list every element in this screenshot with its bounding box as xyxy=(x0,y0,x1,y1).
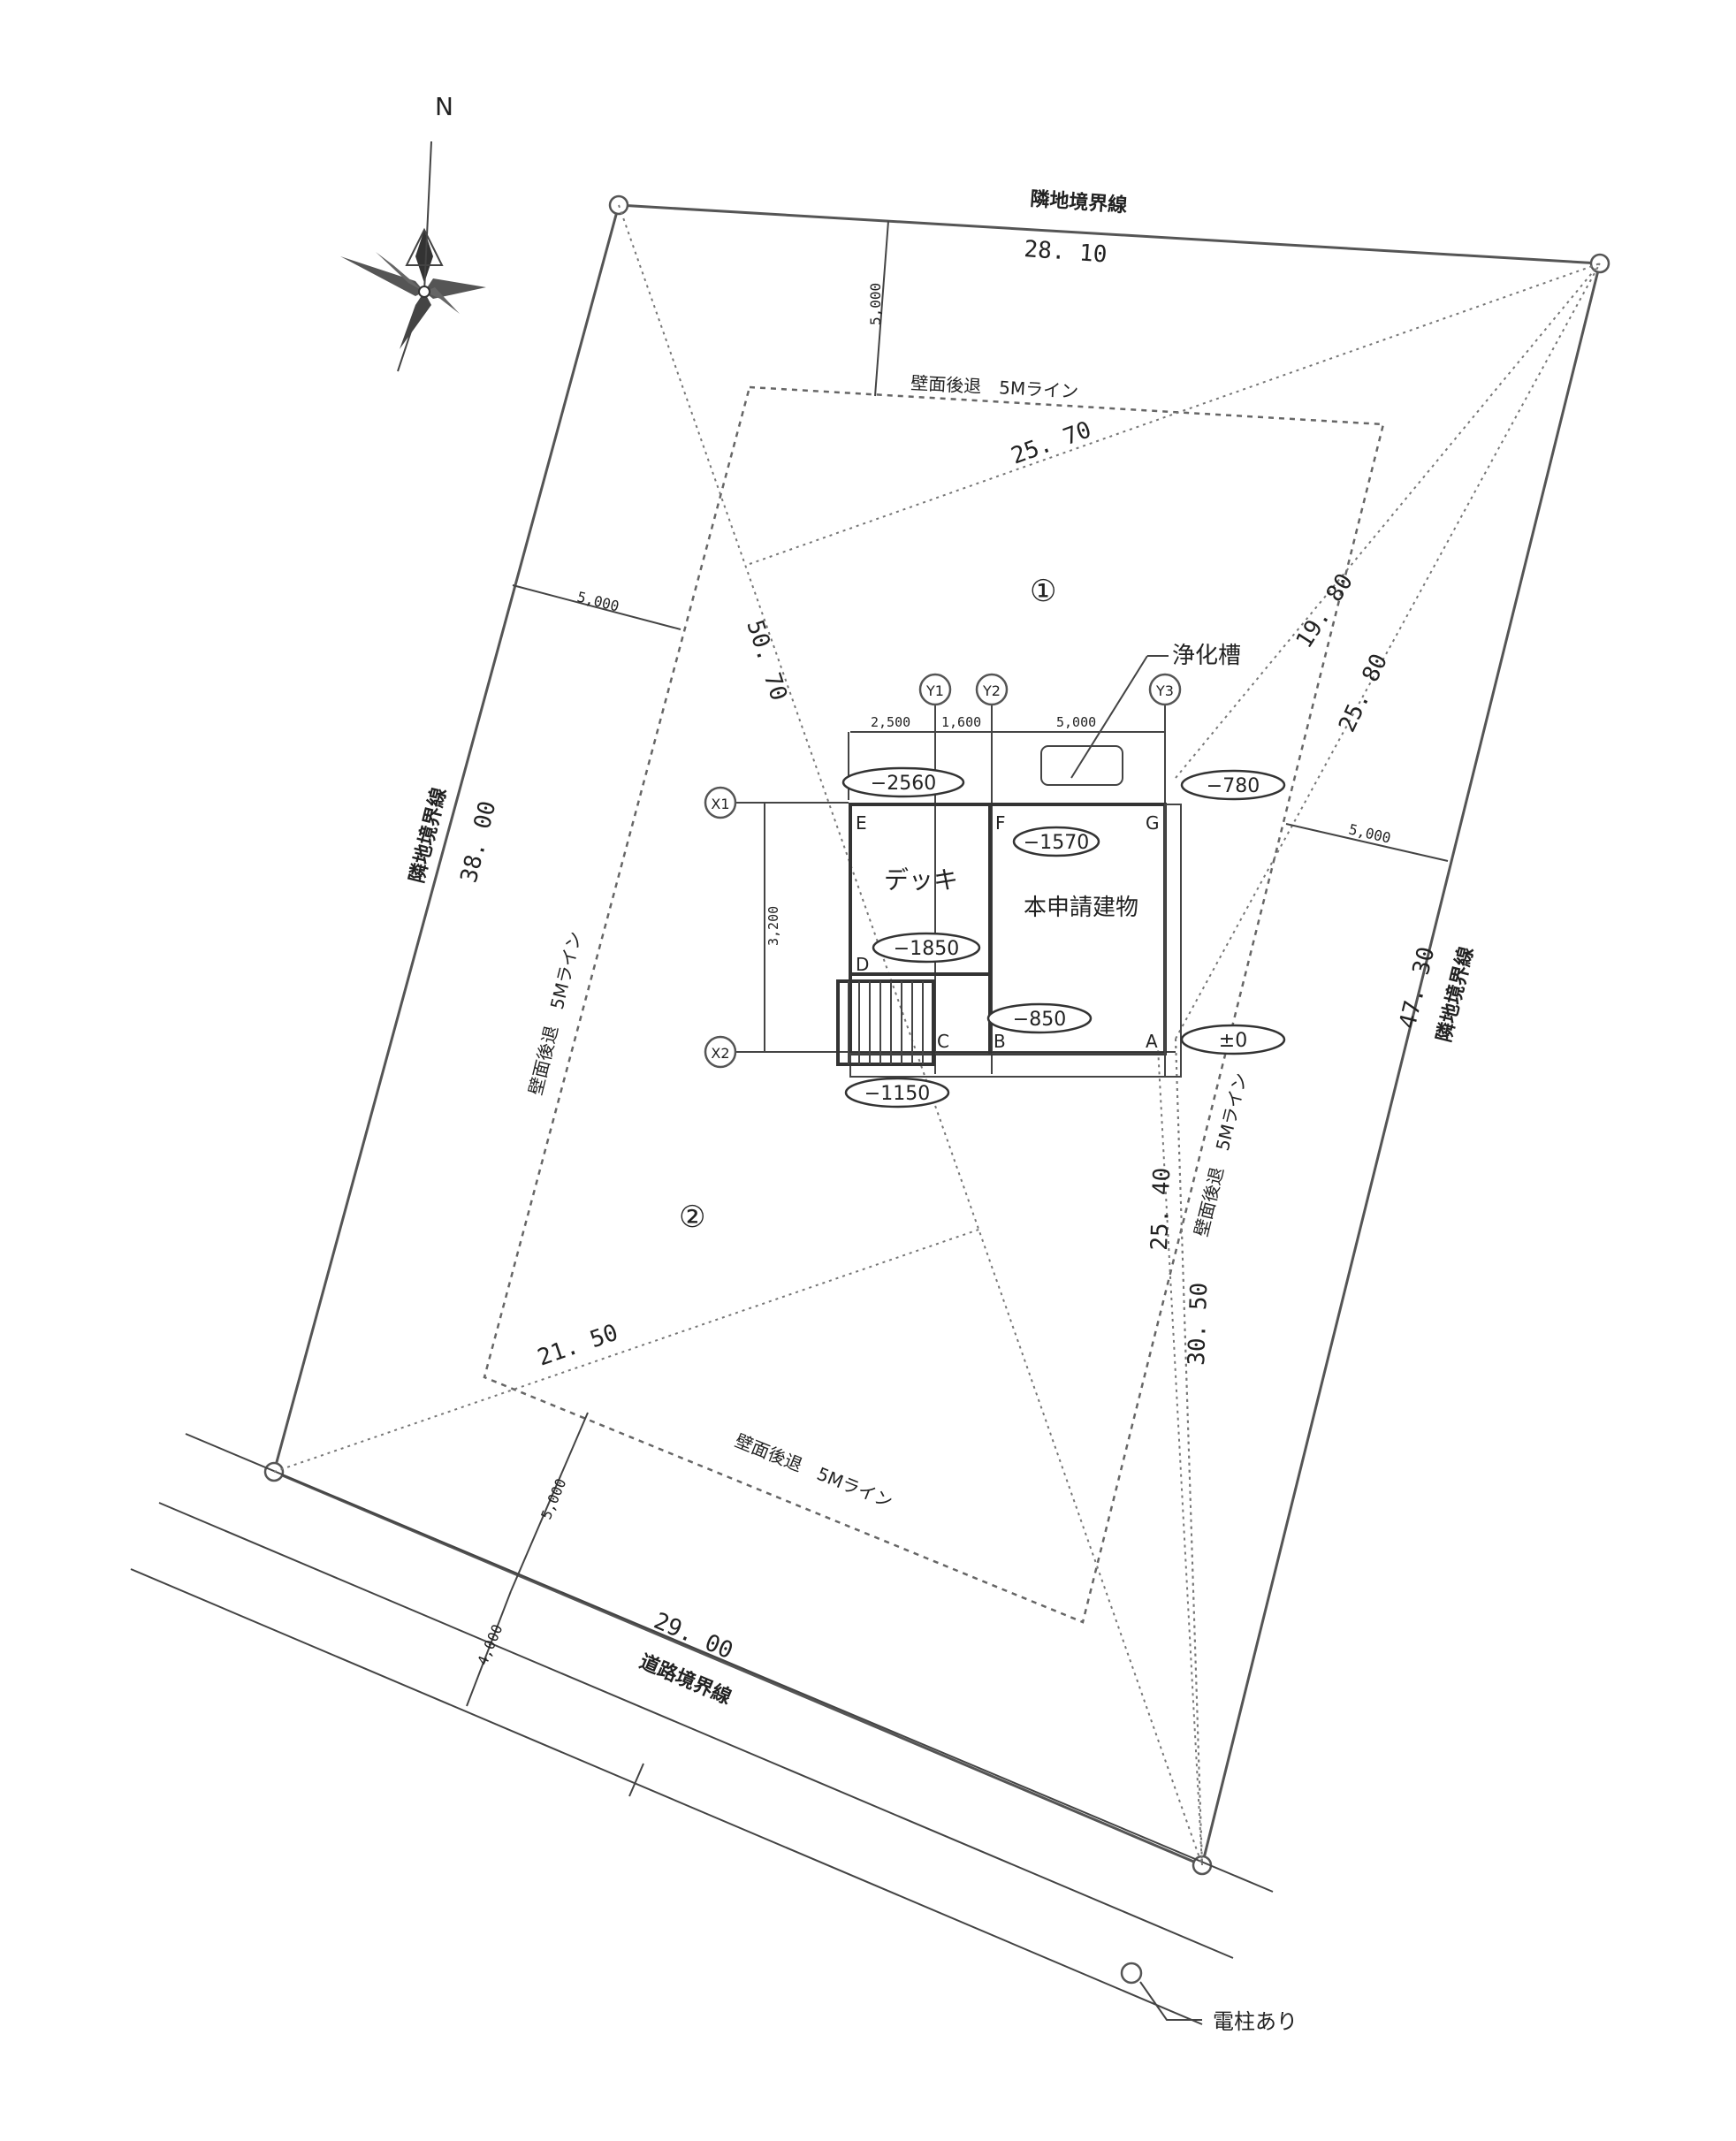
diag-line xyxy=(1175,263,1601,1040)
diag-line xyxy=(1175,1038,1203,1866)
length-diag-left: 50. 70 xyxy=(741,617,792,705)
point-c-label: C xyxy=(937,1031,949,1052)
level-1570: −1570 xyxy=(1024,832,1089,854)
setback-distance-line xyxy=(512,584,681,630)
level-1150: −1150 xyxy=(864,1083,930,1105)
main-building-label: 本申請建物 xyxy=(1024,895,1138,921)
utility-pole-leader xyxy=(1139,1981,1202,2021)
area-2-label: ② xyxy=(679,1200,705,1235)
level-780-badge xyxy=(1180,769,1286,801)
utility-pole-icon xyxy=(1120,1962,1143,1985)
length-left: 38. 00 xyxy=(456,798,502,885)
boundary-label-right: 隣地境界線 xyxy=(1433,944,1479,1044)
grid-y1-marker xyxy=(918,673,952,706)
length-diag-r3: 25. 40 xyxy=(1146,1167,1176,1251)
septic-tank xyxy=(1040,745,1123,786)
level-1570-badge xyxy=(1012,826,1100,857)
diag-line xyxy=(749,263,1601,565)
road-line xyxy=(158,1502,1234,1959)
level-1850: −1850 xyxy=(894,938,959,960)
grid-y3-label: Y3 xyxy=(1155,682,1174,699)
level-780: −780 xyxy=(1207,775,1260,797)
length-diag-r4: 30. 50 xyxy=(1184,1282,1213,1366)
septic-label: 浄化槽 xyxy=(1172,643,1241,669)
level-2560-badge xyxy=(841,766,965,798)
grid-y1-label: Y1 xyxy=(925,682,944,699)
boundary-label-left: 隣地境界線 xyxy=(406,785,452,885)
length-top: 28. 10 xyxy=(1024,236,1108,268)
deck-label: デッキ xyxy=(884,865,958,895)
setback-line-label-top: 壁面後退 5Mライン xyxy=(910,372,1079,402)
area-1-label: ① xyxy=(1030,574,1056,609)
grid-x2-marker xyxy=(704,1035,737,1069)
level-0-badge xyxy=(1180,1024,1286,1055)
length-right: 47. 30 xyxy=(1395,944,1441,1031)
point-g-label: G xyxy=(1146,812,1160,834)
grid-dim-v: 3,200 xyxy=(765,906,781,946)
length-road: 29. 00 xyxy=(650,1608,736,1665)
level-850-badge xyxy=(986,1002,1093,1034)
diag-line xyxy=(273,1228,982,1473)
grid-dim-c: 5,000 xyxy=(1056,714,1096,730)
diag-line xyxy=(1175,263,1601,779)
road-tick xyxy=(628,1763,644,1797)
setback-distance-line xyxy=(874,220,889,397)
point-f-label: F xyxy=(995,812,1006,834)
setback-line-label-bottom: 壁面後退 5Mライン xyxy=(732,1429,895,1512)
grid-y2-label: Y2 xyxy=(982,682,1001,699)
level-1850-badge xyxy=(872,932,981,964)
length-diag-bottom: 21. 50 xyxy=(535,1320,622,1372)
setback-distance-line xyxy=(466,1590,512,1707)
utility-pole-label: 電柱あり xyxy=(1213,2009,1298,2034)
length-diag-r1: 19. 80 xyxy=(1291,569,1359,653)
north-arrow-icon xyxy=(340,141,486,372)
point-b-label: B xyxy=(994,1031,1006,1052)
length-diag-r2: 25. 80 xyxy=(1334,650,1393,736)
grid-x1-marker xyxy=(704,786,737,819)
setback-distance-line xyxy=(510,1412,589,1592)
grid-x1-label: X1 xyxy=(711,796,729,812)
level-2560: −2560 xyxy=(871,773,936,795)
road-line xyxy=(130,1568,1203,2025)
road-line xyxy=(185,1433,1274,1893)
grid-y2-marker xyxy=(975,673,1009,706)
level-850: −850 xyxy=(1013,1009,1066,1031)
septic-leader xyxy=(1070,655,1148,779)
stairs xyxy=(836,979,935,1066)
setback-top-distance: 5,000 xyxy=(867,283,884,325)
diag-line xyxy=(1157,1047,1203,1866)
length-diag-top: 25. 70 xyxy=(1008,416,1095,469)
setback-left-distance: 5,000 xyxy=(575,588,621,614)
point-a-label: A xyxy=(1146,1031,1158,1052)
diag-line xyxy=(1175,1038,1203,1866)
setback-distance-line xyxy=(1285,823,1449,862)
boundary-label-top: 隣地境界線 xyxy=(1030,187,1129,217)
point-e-label: E xyxy=(856,812,867,834)
grid-dim-b: 1,600 xyxy=(941,714,981,730)
grid-dim-a: 2,500 xyxy=(871,714,910,730)
eave-line xyxy=(1164,804,1182,1078)
north-label: N xyxy=(435,92,453,121)
setback-bottom-distance: 5,000 xyxy=(537,1476,569,1522)
level-1150-badge xyxy=(844,1077,950,1109)
setback-area xyxy=(483,385,1385,1624)
grid-y3-marker xyxy=(1148,673,1182,706)
setback-line-label-right: 壁面後退 5Mライン xyxy=(1191,1070,1252,1238)
road-distance: 4,000 xyxy=(474,1622,506,1668)
point-d-label: D xyxy=(856,954,869,975)
level-0: ±0 xyxy=(1219,1030,1247,1052)
grid-x2-label: X2 xyxy=(711,1045,729,1062)
setback-line-label-left: 壁面後退 5Mライン xyxy=(525,929,586,1097)
diag-line xyxy=(618,204,1203,1866)
